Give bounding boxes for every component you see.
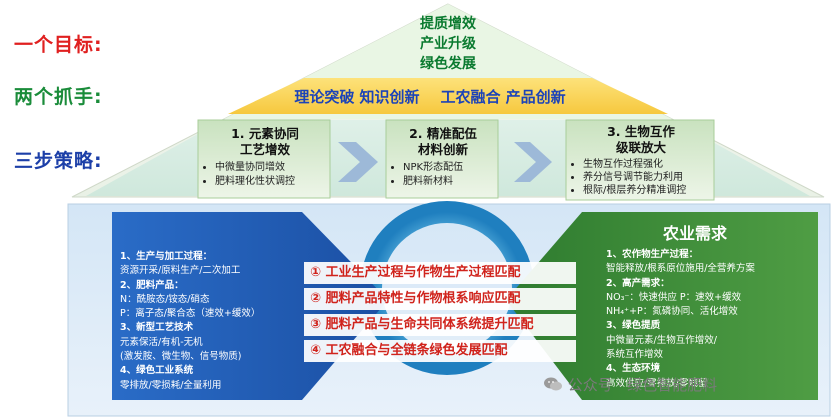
production-title: 1、生产与加工过程： — [120, 251, 213, 262]
chevron-right-icon — [338, 142, 378, 182]
match-item: ② 肥料产品特性与作物根系响应匹配 — [304, 288, 576, 310]
demand-list: 1、农作物生产过程： 智能释放/根系原位施用/全营养方案 2、高产需求： NO₃… — [606, 248, 806, 391]
step-subtitle: 材料创新 — [417, 142, 468, 157]
production-list: 1、生产与加工过程： 资源开采/原料生产/二次加工 2、肥料产品： N：酰胺态/… — [120, 250, 290, 393]
demand-item-title: 3、绿色提质 — [606, 320, 661, 332]
step-bullet: 根际/根层养分精准调控 — [583, 184, 712, 197]
step-3: 3. 生物互作 级联放大 生物互作过程强化 养分信号调节能力利用 根际/根层养分… — [570, 124, 712, 197]
demand-item-title: 2、高产需求： — [606, 277, 670, 289]
demand-line: 中微量元素/生物互作增效/ — [606, 334, 717, 346]
step-2: 2. 精准配伍 材料创新 NPK形态配伍 肥料新材料 — [390, 126, 496, 189]
production-line: (激发胺、微生物、信号物质) — [120, 351, 242, 363]
demand-line: 高效供应/零排放/零残留 — [606, 377, 708, 389]
levers-text: 理论突破 知识创新 工农融合 产品创新 — [294, 88, 566, 106]
demand-line: 智能释放/根系原位施用/全营养方案 — [606, 263, 755, 275]
levers-label: 两个抓手: — [14, 86, 103, 108]
production-title: 3、新型工艺技术 — [120, 322, 194, 334]
goal-line: 绿色发展 — [420, 56, 476, 72]
production-line: P：离子态/聚合态（速效+缓效） — [120, 308, 261, 320]
step-bullet: 中微量协同增效 — [215, 161, 328, 175]
production-title: 2、肥料产品： — [120, 279, 184, 291]
step-bullet: 养分信号调节能力利用 — [583, 171, 712, 184]
demand-item-title: 4、生态环境 — [606, 363, 661, 375]
goal-text: 提质增效 产业升级 绿色发展 — [398, 14, 498, 74]
match-item: ① 工业生产过程与作物生产过程匹配 — [304, 262, 576, 284]
production-line: 零排放/零损耗/全量利用 — [120, 379, 222, 391]
step-title: 2. 精准配伍 — [409, 126, 477, 141]
step-title: 3. 生物互作 — [607, 124, 675, 139]
step-bullet: 生物互作过程强化 — [583, 158, 712, 171]
demand-title: 农业需求 — [662, 224, 727, 243]
production-line: 资源开采/原料生产/二次加工 — [120, 265, 241, 277]
step-bullet: 肥料理化性状调控 — [215, 175, 328, 189]
step-title: 1. 元素协同 — [231, 126, 299, 141]
demand-line: NH₄⁺+P：氮磷协同、活化增效 — [606, 306, 738, 318]
goal-line: 产业升级 — [420, 36, 476, 52]
step-bullet: 肥料新材料 — [403, 175, 496, 189]
wechat-icon — [544, 377, 562, 391]
production-title: 4、绿色工业系统 — [120, 365, 194, 377]
watermark-text: 公众号 · 绿色智能肥料 — [567, 376, 718, 394]
goal-line: 提质增效 — [420, 16, 476, 32]
step-subtitle: 级联放大 — [615, 140, 666, 155]
goal-label: 一个目标: — [14, 34, 103, 56]
match-list: ① 工业生产过程与作物生产过程匹配 ② 肥料产品特性与作物根系响应匹配 ③ 肥料… — [304, 262, 576, 366]
strategy-label: 三步策略: — [14, 150, 103, 172]
step-subtitle: 工艺增效 — [239, 142, 290, 157]
match-item: ④ 工农融合与全链条绿色发展匹配 — [304, 340, 576, 362]
demand-line: NO₃⁻：快速供应 P：速效+缓效 — [606, 291, 742, 303]
production-line: 元素保活/有机-无机 — [120, 336, 203, 348]
chevron-right-icon — [514, 142, 552, 182]
match-item: ③ 肥料产品与生命共同体系统提升匹配 — [304, 314, 576, 336]
step-bullet: NPK形态配伍 — [403, 161, 496, 175]
production-line: N：酰胺态/铵态/硝态 — [120, 293, 210, 305]
watermark: 公众号 · 绿色智能肥料 — [543, 374, 717, 395]
demand-item-title: 1、农作物生产过程： — [606, 249, 699, 260]
demand-line: 系统互作增效 — [606, 349, 664, 361]
step-1: 1. 元素协同 工艺增效 中微量协同增效 肥料理化性状调控 — [202, 126, 328, 189]
